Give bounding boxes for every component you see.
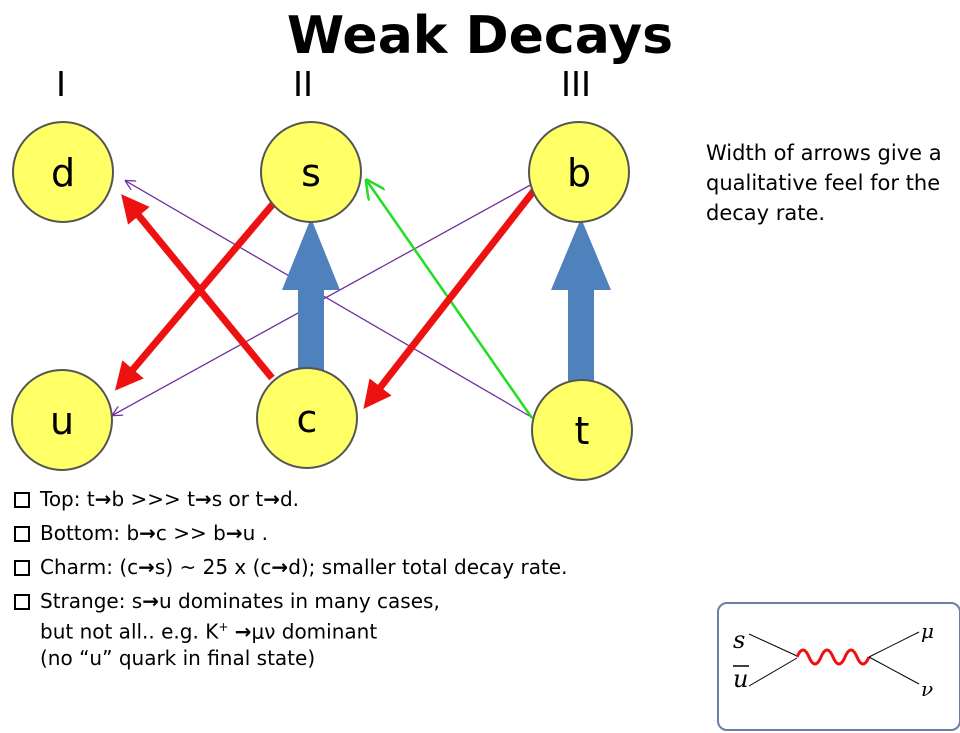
slide-title: Weak Decays	[286, 6, 674, 66]
arrow-s-to-u	[114, 195, 281, 391]
arrow-b-to-c	[363, 185, 539, 410]
checkbox-bullet-icon	[14, 594, 30, 610]
quark-t-label: t	[575, 409, 590, 453]
quark-b: b	[528, 121, 630, 223]
quark-t: t	[531, 379, 633, 481]
generation-label-I: I	[56, 63, 67, 104]
quark-s: s	[260, 121, 362, 223]
checkbox-bullet-icon	[14, 492, 30, 508]
checkbox-bullet-icon	[14, 560, 30, 576]
arrow-c-to-s	[282, 218, 340, 373]
quark-b-label: b	[567, 151, 591, 195]
bullet-list: Top: t→b >>> t→s or t→d. Bottom: b→c >> …	[14, 486, 567, 679]
checkbox-bullet-icon	[14, 526, 30, 542]
quark-s-label: s	[301, 151, 321, 195]
generation-label-III: III	[561, 63, 592, 104]
arrow-t-to-d	[126, 181, 534, 419]
generation-label-II: II	[293, 63, 314, 104]
bullet-charm: Charm: (c→s) ~ 25 x (c→d); smaller total…	[14, 554, 567, 580]
side-note: Width of arrows give a qualitative feel …	[706, 141, 942, 225]
feynman-diagram-inset: s u μ ν	[717, 602, 960, 731]
feynman-s-label: s	[733, 626, 745, 654]
quark-d-label: d	[51, 151, 75, 195]
feynman-mu-label: μ	[921, 619, 934, 643]
quark-c-label: c	[297, 397, 318, 441]
bullet-strange: Strange: s→u dominates in many cases, bu…	[14, 588, 567, 671]
arrow-t-to-b	[551, 218, 611, 388]
feynman-diagram: s u μ ν	[733, 619, 934, 701]
feynman-ubar-label: u	[733, 665, 748, 693]
quark-d: d	[12, 121, 114, 223]
quark-u-label: u	[50, 399, 74, 443]
feynman-nu-label: ν	[921, 677, 933, 701]
bullet-top: Top: t→b >>> t→s or t→d.	[14, 486, 567, 512]
bullet-bottom: Bottom: b→c >> b→u .	[14, 520, 567, 546]
quark-u: u	[11, 369, 113, 471]
quark-c: c	[256, 367, 358, 469]
